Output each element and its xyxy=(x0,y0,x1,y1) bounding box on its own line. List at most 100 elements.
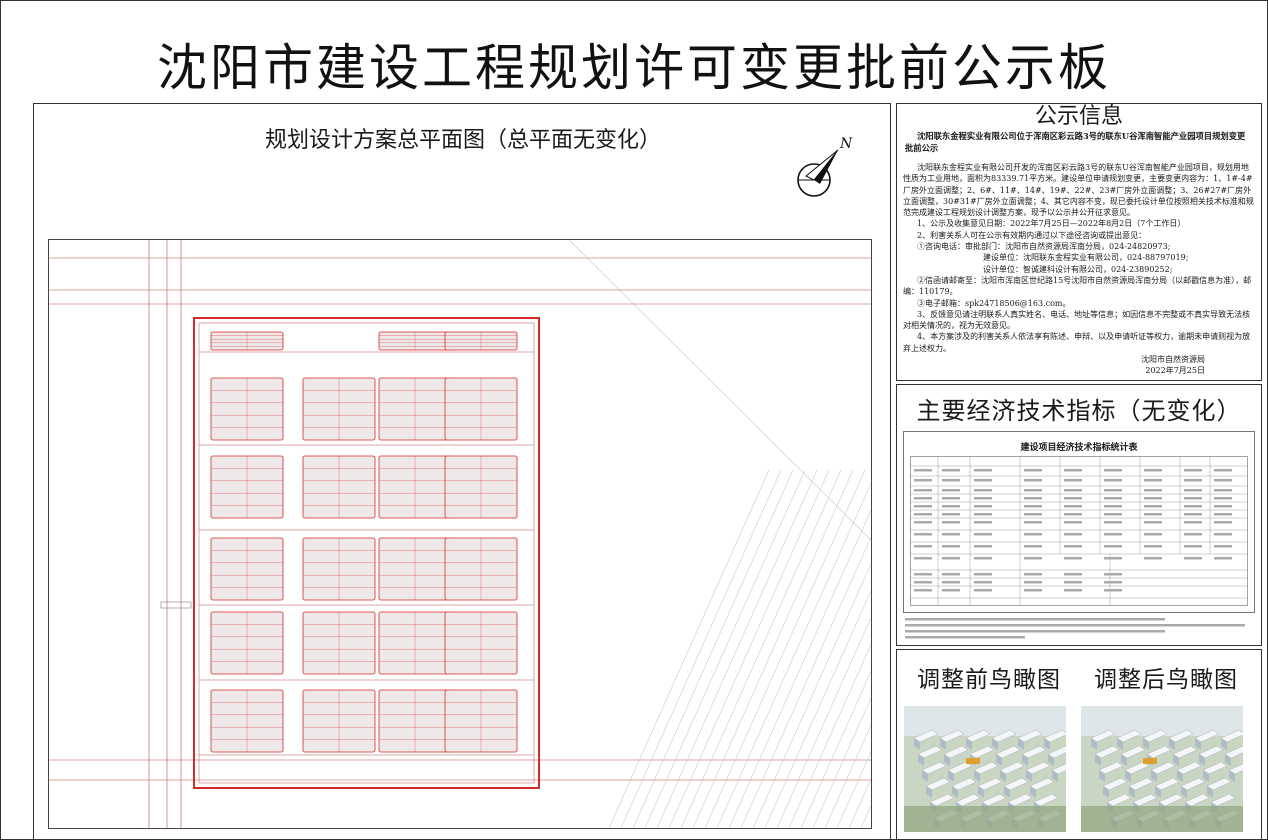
table-cell-text xyxy=(942,469,960,472)
table-cell-text xyxy=(1104,489,1122,492)
hatch-line xyxy=(836,751,871,828)
table-cell-text xyxy=(1064,489,1082,492)
aerial-building-wall xyxy=(1129,786,1135,798)
aerial-building-roof xyxy=(955,793,981,807)
aerial-building-wall xyxy=(1143,738,1149,750)
table-cell-text xyxy=(1184,469,1202,472)
table-cell-text xyxy=(1064,573,1082,576)
north-arrow-icon: N xyxy=(794,132,858,206)
aerial-views-box: 调整前鸟瞰图 调整后鸟瞰图 xyxy=(896,649,1262,840)
board-title: 沈阳市建设工程规划许可变更批前公示板 xyxy=(157,39,1111,97)
table-cell-text xyxy=(1184,521,1202,524)
table-cell-text xyxy=(1144,513,1162,516)
hatch-line xyxy=(620,469,782,828)
table-cell-text xyxy=(1104,573,1122,576)
aerial-building-wall xyxy=(1125,770,1131,782)
table-cell-text xyxy=(1104,545,1122,548)
mail-address: ②信函请邮寄至：沈阳市浑南区世纪路15号沈阳市自然资源局浑南分局（以邮戳信息为准… xyxy=(903,275,1252,297)
aerial-building-roof xyxy=(1128,777,1154,791)
aerial-trees xyxy=(904,806,1066,832)
note-line xyxy=(905,630,1165,633)
consult-builder: 建设单位：沈阳联东金程实业有限公司，024-88797019; xyxy=(983,253,1189,263)
table-cell-text xyxy=(974,557,992,560)
aerial-building-roof xyxy=(973,761,999,775)
aerial-building-wall xyxy=(1121,754,1127,766)
hatch-line xyxy=(692,469,854,828)
table-cell-text xyxy=(1144,497,1162,500)
table-cell-text xyxy=(1214,513,1232,516)
aerial-building-wall xyxy=(1026,770,1032,782)
table-cell-text xyxy=(942,513,960,516)
table-cell-text xyxy=(1214,505,1232,508)
consult-designer: 设计单位：智诚建科设计有限公司，024-23890252; xyxy=(983,264,1173,274)
aerial-building-wall xyxy=(1225,754,1231,766)
hatch-line xyxy=(788,643,871,828)
hatch-line xyxy=(656,469,818,828)
notice-item-dates: 1、公示及收集意见日期：2022年7月25日—2022年8月2日（7个工作日） xyxy=(917,219,1186,229)
site-plan-svg xyxy=(49,240,871,828)
after-aerial-label: 调整后鸟瞰图 xyxy=(1094,667,1238,693)
table-cell-text xyxy=(1184,497,1202,500)
hatch-line xyxy=(668,469,830,828)
table-cell-text xyxy=(974,479,992,482)
aerial-building-wall xyxy=(1229,770,1235,782)
table-cell-text xyxy=(1024,589,1042,592)
aerial-building-roof xyxy=(925,777,951,791)
notice-info-box: 公示信息 沈阳联东金程实业有限公司位于浑南区彩云路3号的联东U谷浑南智能产业园项… xyxy=(896,103,1262,381)
table-cell-text xyxy=(974,497,992,500)
table-cell-text xyxy=(914,581,932,584)
hatch-line xyxy=(848,778,871,828)
notes-lines xyxy=(905,618,1245,639)
table-border xyxy=(910,456,1248,606)
table-cell-text xyxy=(1064,497,1082,500)
note-line xyxy=(905,618,1165,621)
economic-indicators-title: 主要经济技术指标（无变化） xyxy=(916,397,1242,425)
setback-line xyxy=(198,322,535,784)
aerial-building-wall xyxy=(1181,786,1187,798)
site-plan-drawing xyxy=(48,239,872,829)
note-line xyxy=(905,636,1025,639)
aerial-building-wall xyxy=(992,738,998,750)
table-cell-text xyxy=(1024,533,1042,536)
aerial-building-wall xyxy=(966,738,972,750)
table-cell-text xyxy=(1064,581,1082,584)
table-cell-text xyxy=(1024,497,1042,500)
aerial-building-wall xyxy=(978,786,984,798)
aerial-building-wall xyxy=(1048,754,1054,766)
aerial-building-wall xyxy=(922,770,928,782)
aerial-building-roof xyxy=(1206,777,1232,791)
table-cell-text xyxy=(1214,557,1232,560)
table-cell-text xyxy=(1214,545,1232,548)
table-cell-text xyxy=(942,557,960,560)
aerial-building-roof xyxy=(1029,777,1055,791)
table-cell-text xyxy=(1184,545,1202,548)
indicators-table-title: 建设项目经济技术指标统计表 xyxy=(1020,443,1138,453)
aerial-building-wall xyxy=(952,786,958,798)
consult-approval: ①咨询电话：审批部门：沈阳市自然资源局浑南分局，024-24820973; xyxy=(917,242,1171,252)
aerial-building-wall xyxy=(914,738,920,750)
table-cell-text xyxy=(1024,489,1042,492)
hatch-line xyxy=(800,670,871,828)
aerial-building-roof xyxy=(1210,793,1236,807)
table-cell-text xyxy=(914,489,932,492)
aerial-building-wall xyxy=(1177,770,1183,782)
aerial-building-wall xyxy=(1095,754,1101,766)
aerial-building-wall xyxy=(1195,738,1201,750)
notice-signature: 沈阳市自然资源局 xyxy=(1141,355,1205,365)
aerial-building-wall xyxy=(1117,738,1123,750)
aerial-highlight xyxy=(966,758,980,764)
indicators-table: 建设项目经济技术指标统计表 xyxy=(903,431,1255,613)
table-cell-text xyxy=(914,573,932,576)
table-cell-text xyxy=(914,545,932,548)
hatch-line xyxy=(764,590,871,828)
hatch-line xyxy=(824,724,871,828)
after-aerial-image xyxy=(1081,706,1243,832)
table-cell-text xyxy=(1144,545,1162,548)
aerial-building-roof xyxy=(1176,761,1202,775)
indicators-table-grid xyxy=(910,456,1248,606)
table-cell-text xyxy=(1214,479,1232,482)
notice-paragraph: 沈阳联东金程实业有限公司开发的浑南区彩云路3号的联东U谷浑南智能产业园项目，规划… xyxy=(903,163,1254,218)
table-cell-text xyxy=(1024,581,1042,584)
table-cell-text xyxy=(974,505,992,508)
aerial-building-wall xyxy=(1199,754,1205,766)
